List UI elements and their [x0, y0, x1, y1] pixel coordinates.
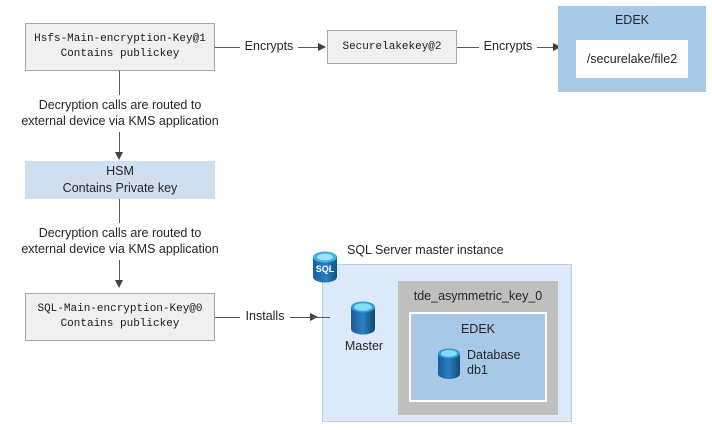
edge-label-decryption-routed-1: Decryption calls are routed to external …	[21, 98, 219, 128]
connector-installs-inner	[312, 317, 330, 318]
node-hsm-line1: HSM	[106, 164, 134, 178]
connector-installs-left	[215, 317, 240, 318]
panel-tde-asymmetric-key: tde_asymmetric_key_0 EDEK	[398, 281, 558, 415]
node-hsm: HSM Contains Private key	[25, 161, 215, 199]
sql-server-icon: SQL	[310, 250, 340, 284]
panel-inner-edek-title: EDEK	[460, 322, 496, 336]
node-hsm-line2: Contains Private key	[62, 181, 178, 195]
node-securelake-file-text: /securelake/file2	[586, 52, 678, 66]
panel-tde-title: tde_asymmetric_key_0	[413, 289, 543, 303]
panel-top-edek-title: EDEK	[614, 13, 650, 27]
edge-label-encrypts-2: Encrypts	[483, 39, 533, 53]
node-securelakekey: Securelakekey@2	[327, 30, 457, 64]
edge-label-installs: Installs	[245, 309, 285, 323]
panel-top-edek: EDEK /securelake/file2	[558, 6, 706, 92]
master-database-icon	[348, 300, 378, 336]
connector-decrypt-2-stub-top	[119, 199, 120, 223]
connector-encrypts-1-left	[215, 47, 240, 48]
node-securelake-file: /securelake/file2	[576, 40, 688, 78]
node-hsfs-line2: Contains publickey	[60, 48, 180, 60]
node-sql-key-line2: Contains publickey	[60, 318, 180, 330]
connector-decrypt-1-stub-bottom	[119, 132, 120, 153]
arrowhead-encrypts-1	[318, 43, 326, 51]
arrowhead-decrypt-2	[115, 280, 123, 288]
arrowhead-encrypts-2	[553, 43, 561, 51]
svg-text:SQL: SQL	[316, 264, 335, 274]
node-sql-key-line1: SQL-Main-encryption-Key@0	[37, 303, 203, 315]
connector-encrypts-2-left	[457, 47, 479, 48]
node-hsfs-line1: Hsfs-Main-encryption-Key@1	[34, 33, 206, 45]
database-db1-icon	[435, 347, 463, 381]
panel-inner-edek: EDEK Database db1	[409, 312, 547, 402]
edge-label-decryption-routed-2: Decryption calls are routed to external …	[21, 226, 219, 256]
connector-decrypt-1-stub-top	[119, 71, 120, 95]
connector-encrypts-2-right	[537, 47, 555, 48]
node-hsfs-main-encryption-key: Hsfs-Main-encryption-Key@1 Contains publ…	[25, 23, 215, 71]
arrowhead-decrypt-1	[115, 152, 123, 160]
connector-encrypts-1-right	[298, 47, 320, 48]
connector-decrypt-2-stub-bottom	[119, 260, 120, 281]
node-sql-main-encryption-key: SQL-Main-encryption-Key@0 Contains publi…	[25, 293, 215, 341]
panel-sql-server-title: SQL Server master instance	[347, 243, 504, 257]
edge-label-encrypts-1: Encrypts	[244, 39, 294, 53]
database-db1-label: Database db1	[467, 348, 521, 377]
node-securelakekey-line1: Securelakekey@2	[342, 40, 442, 53]
master-database-label: Master	[344, 339, 384, 353]
connector-installs-right	[290, 317, 312, 318]
